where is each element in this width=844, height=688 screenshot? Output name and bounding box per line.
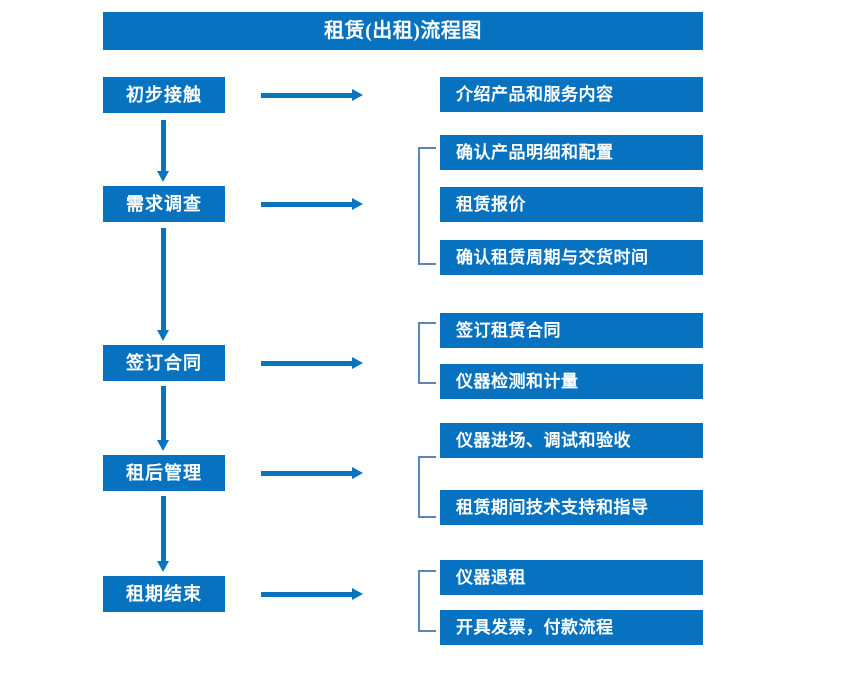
stage-box-lease-end[interactable]: 租期结束: [103, 576, 225, 612]
stage-box-sign-contract[interactable]: 签订合同: [103, 345, 225, 381]
detail-box-rental-quotation[interactable]: 租赁报价: [440, 187, 703, 222]
down-arrow-icon-contact-to-survey: [157, 120, 170, 182]
detail-box-confirm-product-details[interactable]: 确认产品明细和配置: [440, 135, 703, 170]
group-bracket-lease-end: [418, 570, 436, 632]
right-arrow-icon-initial-contact: [261, 89, 363, 101]
stage-box-initial-contact[interactable]: 初步接触: [103, 77, 225, 113]
detail-box-instrument-inspection-metering[interactable]: 仪器检测和计量: [440, 364, 703, 399]
right-arrow-icon-lease-end: [261, 588, 363, 600]
right-arrow-icon-demand-survey: [261, 198, 363, 210]
chart-title-banner: 租赁(出租)流程图: [103, 12, 703, 50]
stage-box-demand-survey[interactable]: 需求调查: [103, 186, 225, 222]
detail-box-invoice-payment-process[interactable]: 开具发票，付款流程: [440, 610, 703, 645]
right-arrow-icon-post-rental-management: [261, 467, 363, 479]
detail-box-instrument-entry-commission-acceptance[interactable]: 仪器进场、调试和验收: [440, 423, 703, 458]
down-arrow-icon-contract-to-management: [157, 386, 170, 451]
down-arrow-icon-survey-to-contract: [157, 228, 170, 341]
group-bracket-post-rental-management: [418, 456, 436, 518]
detail-box-technical-support-guidance[interactable]: 租赁期间技术支持和指导: [440, 490, 703, 525]
down-arrow-icon-management-to-leaseend: [157, 496, 170, 572]
group-bracket-sign-contract: [418, 322, 436, 384]
right-arrow-icon-sign-contract: [261, 357, 363, 369]
detail-box-confirm-lease-period-delivery[interactable]: 确认租赁周期与交货时间: [440, 240, 703, 275]
stage-box-post-rental-management[interactable]: 租后管理: [103, 455, 225, 491]
group-bracket-demand-survey: [418, 147, 436, 265]
detail-box-sign-lease-contract[interactable]: 签订租赁合同: [440, 313, 703, 348]
detail-box-intro-products-services[interactable]: 介绍产品和服务内容: [440, 77, 703, 112]
detail-box-instrument-return[interactable]: 仪器退租: [440, 560, 703, 595]
